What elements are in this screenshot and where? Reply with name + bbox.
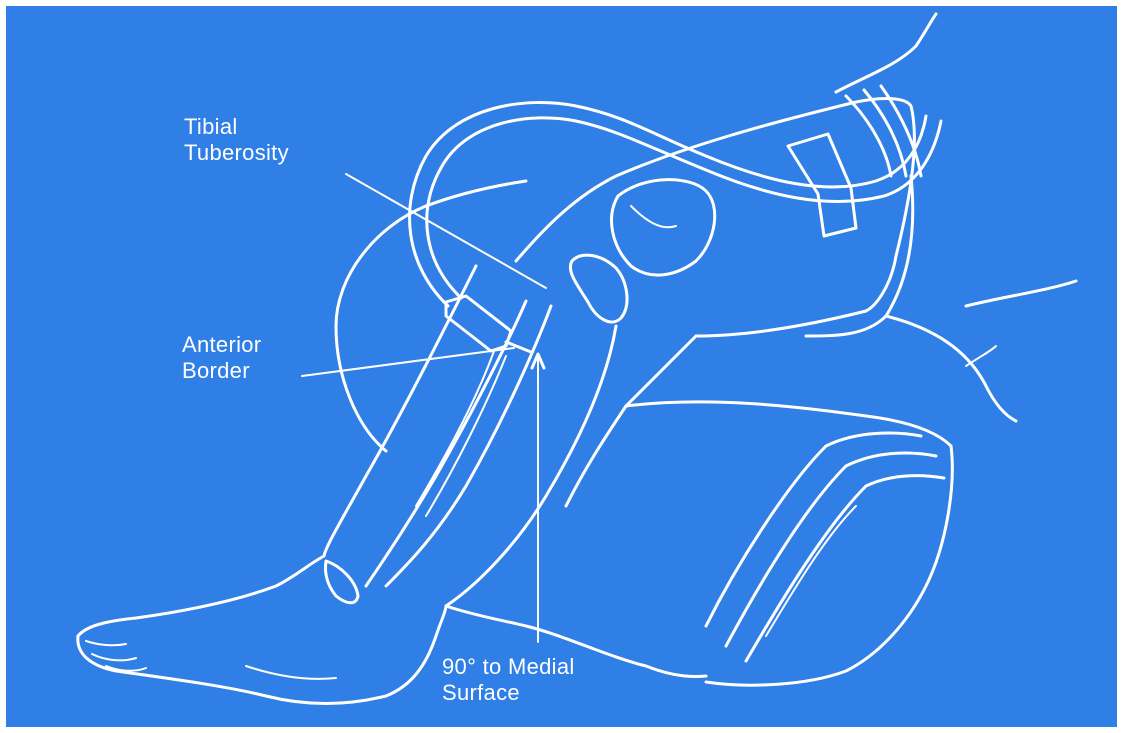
- mattress-detail: [766, 506, 856, 636]
- tibia-medial: [386, 306, 551, 586]
- mattress-inner-2: [726, 453, 936, 646]
- mattress-top: [626, 402, 951, 446]
- body-contour: [886, 316, 1016, 421]
- body-contour-3: [966, 346, 996, 366]
- label-angle-line-2: Surface: [442, 680, 575, 706]
- shin-inner-2: [416, 351, 494, 506]
- ankle-bone: [325, 561, 358, 603]
- label-anterior-border: Anterior Border: [182, 332, 261, 384]
- support-roll-top: [426, 181, 526, 206]
- hip-band-1: [846, 96, 891, 176]
- toe-1: [86, 641, 126, 645]
- tibia-anterior: [366, 301, 526, 586]
- foot-crease: [246, 666, 336, 679]
- label-anterior-line-1: Anterior: [182, 332, 261, 358]
- mattress-edge: [706, 446, 952, 685]
- foot-sole: [78, 606, 446, 704]
- body-contour-2: [966, 281, 1076, 306]
- leader-tibial-tuberosity: [346, 174, 546, 288]
- ankle-outline: [276, 556, 324, 586]
- hip-band-2: [864, 90, 906, 176]
- label-angle-line-1: 90° to Medial: [442, 654, 575, 680]
- mattress-inner-1: [706, 433, 921, 626]
- toe-2: [92, 654, 136, 660]
- needle-shaft: [506, 342, 531, 352]
- label-tibial-tuberosity: Tibial Tuberosity: [184, 114, 289, 166]
- diagram-slide: Tibial Tuberosity Anterior Border 90° to…: [6, 6, 1117, 727]
- hip-line-top: [836, 14, 936, 92]
- patella: [570, 255, 627, 322]
- fibula-line: [324, 266, 476, 556]
- label-tibial-line-1: Tibial: [184, 114, 289, 140]
- leader-anterior-border: [302, 348, 514, 376]
- label-angle-medial-surface: 90° to Medial Surface: [442, 654, 575, 706]
- iv-tubing-inner: [427, 118, 941, 298]
- condyle-detail: [631, 206, 676, 227]
- label-anterior-line-2: Border: [182, 358, 261, 384]
- foot-top: [78, 586, 276, 636]
- mattress-inner-3: [746, 476, 944, 661]
- label-tibial-line-2: Tuberosity: [184, 140, 289, 166]
- leg-line-drawing: [6, 6, 1117, 727]
